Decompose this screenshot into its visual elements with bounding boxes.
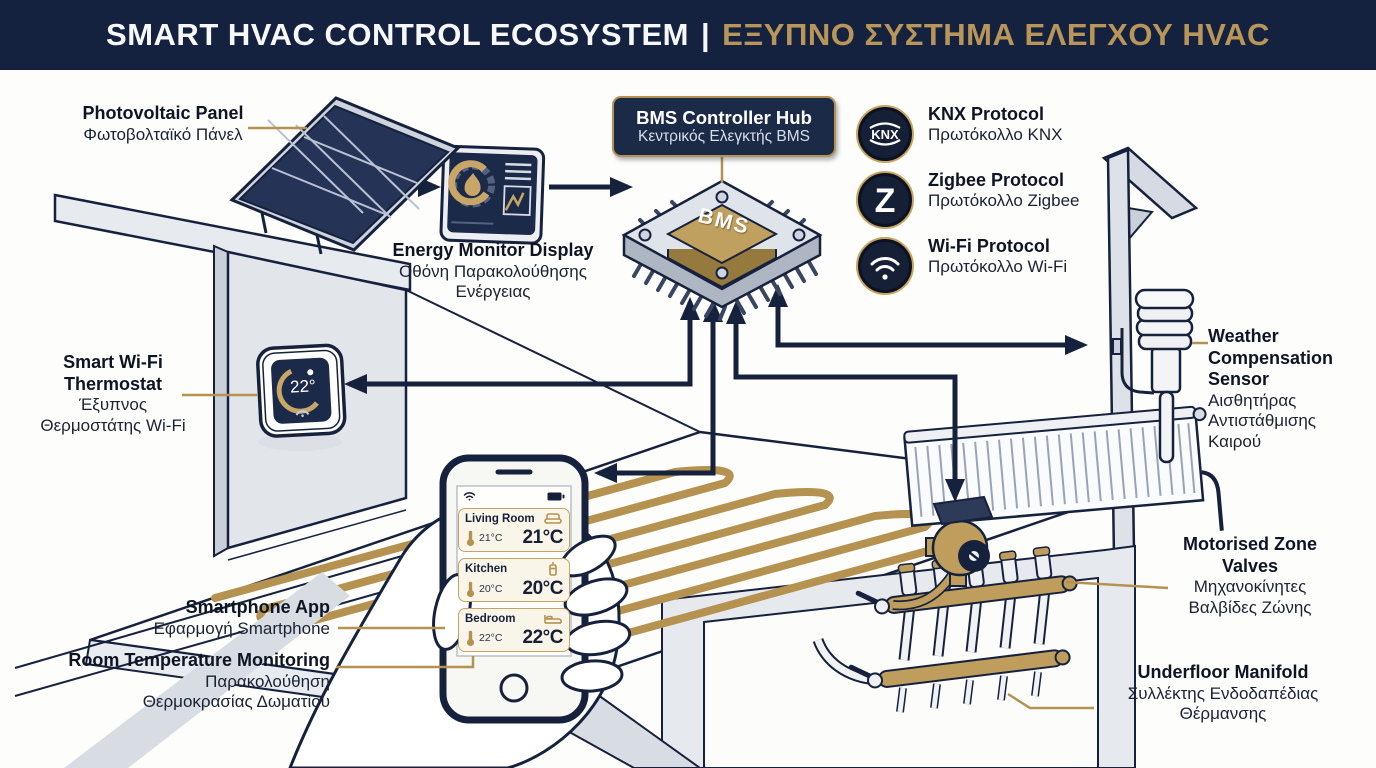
manifold-top: [855, 546, 1078, 615]
zigbee-protocol-label: Zigbee Protocol Πρωτόκολλο Zigbee: [928, 170, 1080, 211]
weather-sensor-label: Weather Compensation Sensor Αισθητήρας Α…: [1208, 326, 1334, 451]
header-bar: SMART HVAC CONTROL ECOSYSTEM | ΕΞΥΠΝΟ ΣΥ…: [0, 0, 1376, 70]
room-card-bedroom: Bedroom 22°C 22°C: [458, 608, 570, 652]
knx-protocol-label: KNX Protocol Πρωτόκολλο KNX: [928, 104, 1063, 145]
arrow-bms-phone: [593, 298, 723, 483]
svg-text:Z: Z: [875, 182, 896, 220]
wifi-protocol-label: Wi-Fi Protocol Πρωτόκολλο Wi-Fi: [928, 236, 1068, 277]
circulation-pump: [892, 495, 994, 611]
knx-icon: KNX: [856, 105, 914, 163]
wifi-icon: [856, 237, 914, 295]
title-separator: |: [700, 17, 711, 52]
wifi-small-icon: [295, 410, 310, 418]
arrow-bms-pump: [726, 300, 965, 503]
kitchen-icon: [549, 562, 557, 576]
thermometer-icon: [466, 581, 475, 597]
solar-panel: [229, 96, 461, 252]
thermostat-device: [256, 343, 347, 438]
page-title-english: SMART HVAC CONTROL ECOSYSTEM: [106, 17, 689, 52]
status-battery-icon: [547, 492, 565, 500]
smartphone-app-label: Smartphone App Εφαρμογή Smartphone: [153, 597, 330, 638]
zone-valves-label: Motorised Zone Valves Μηχανοκίνητες Βαλβ…: [1183, 534, 1317, 617]
manifold-connecting-tubes: [812, 588, 1051, 713]
energy-monitor-label: Energy Monitor Display Οθόνη Παρακολούθη…: [392, 240, 594, 301]
chart-icon: [504, 192, 525, 211]
page-title-greek: ΕΞΥΠΝΟ ΣΥΣΤΗΜΑ ΕΛΕΓΧΟΥ HVAC: [722, 17, 1270, 52]
thermometer-icon: [466, 630, 475, 646]
thermostat-label: Smart Wi-Fi Thermostat Έξυπνος Θερμοστάτ…: [40, 352, 186, 435]
zigbee-icon: Z: [856, 171, 914, 229]
room-card-list: Living Room 21°C 21°C Kitchen: [458, 508, 570, 658]
bms-chip: [621, 179, 823, 321]
bms-controller-hub-label: BMS Controller Hub Κεντρικός Ελεγκτής BM…: [612, 96, 836, 157]
sofa-icon: [544, 513, 562, 524]
home-button: [499, 673, 529, 703]
arrow-bms-weather: [768, 283, 1089, 355]
flame-icon: [464, 173, 481, 196]
left-roof: [53, 193, 412, 292]
weather-sensor: [1112, 288, 1195, 464]
thermometer-icon: [466, 530, 475, 546]
svg-text:KNX: KNX: [871, 127, 899, 142]
phone-status-bar: [458, 489, 570, 503]
thermostat-temperature: 22°: [289, 376, 317, 397]
bed-icon: [544, 615, 562, 624]
manifold-bottom: [848, 649, 1071, 689]
room-card-living-room: Living Room 21°C 21°C: [458, 508, 570, 552]
label-connectors: [182, 126, 1208, 710]
manifold-label: Underfloor Manifold Συλλέκτης Ενδοδαπέδι…: [1127, 662, 1319, 723]
room-card-kitchen: Kitchen 20°C 20°C: [458, 558, 570, 602]
photovoltaic-panel-label: Photovoltaic Panel Φωτοβολταϊκό Πάνελ: [82, 103, 244, 144]
status-wifi-icon: [463, 492, 476, 501]
room-monitoring-label: Room Temperature Monitoring Παρακολούθησ…: [68, 650, 330, 711]
energy-monitor-display: [439, 144, 546, 245]
